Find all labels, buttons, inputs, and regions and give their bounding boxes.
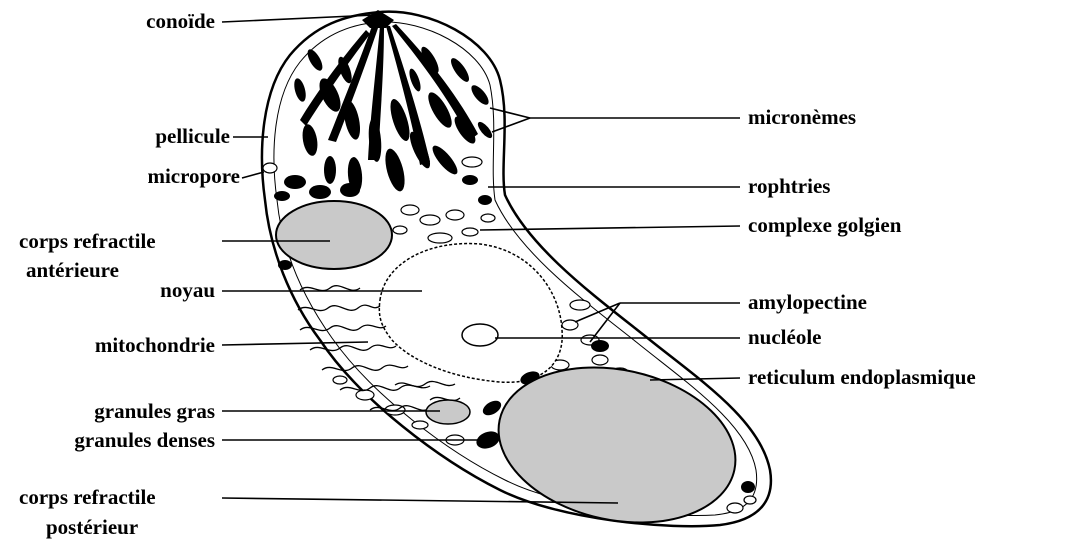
label-micronemes: micronèmes	[748, 106, 856, 129]
label-micropore: micropore	[60, 165, 240, 188]
label-pellicule: pellicule	[60, 125, 230, 148]
nucleolus	[462, 324, 498, 346]
label-granules-denses: granules denses	[4, 429, 215, 452]
label-corps-refractile-posterieur-1: corps refractile	[19, 486, 156, 509]
label-complexe-golgien: complexe golgien	[748, 214, 901, 237]
label-corps-refractile-anterieur-1: corps refractile	[19, 230, 156, 253]
label-rophtries: rophtries	[748, 175, 830, 198]
label-noyau: noyau	[60, 279, 215, 302]
label-nucleole: nucléole	[748, 326, 822, 349]
label-conoide: conoïde	[60, 10, 215, 33]
label-granules-gras: granules gras	[20, 400, 215, 423]
anterior-refractile-body	[276, 201, 392, 269]
label-amylopectine: amylopectine	[748, 291, 867, 314]
label-corps-refractile-posterieur-2: postérieur	[46, 516, 138, 539]
lipid-granule	[426, 400, 470, 424]
label-mitochondrie: mitochondrie	[20, 334, 215, 357]
label-reticulum-endoplasmique: reticulum endoplasmique	[748, 366, 976, 389]
